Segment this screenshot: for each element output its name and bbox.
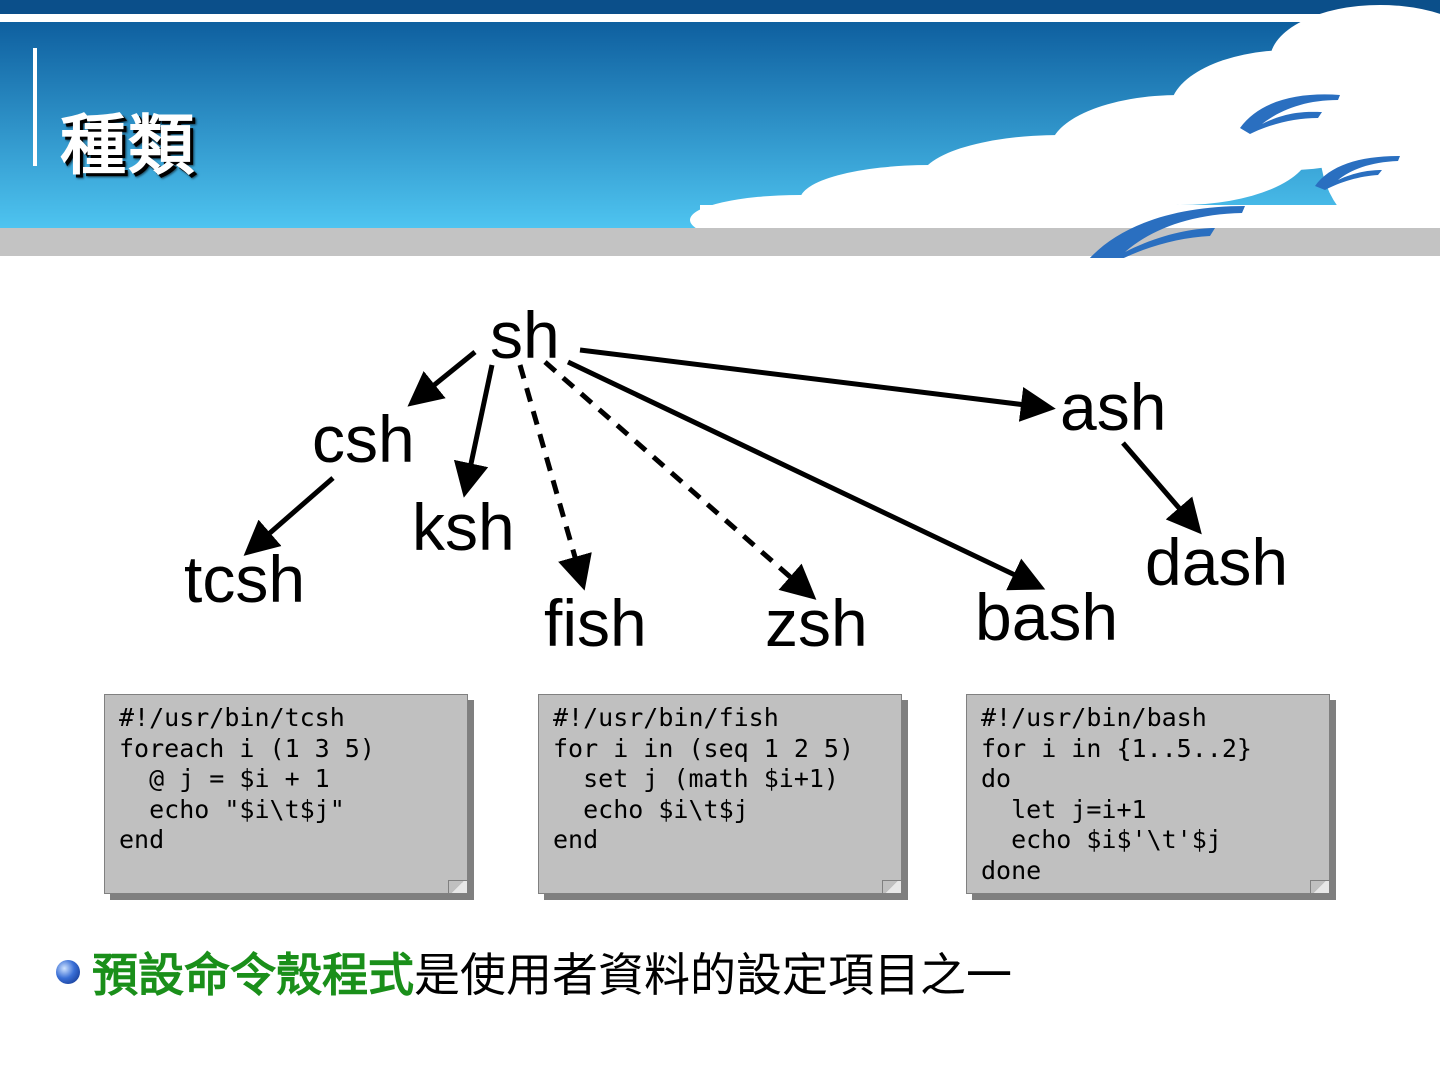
edges <box>243 347 1202 600</box>
nodes: sh csh ksh tcsh fish zsh bash ash dash <box>184 298 1288 660</box>
code-tcsh: #!/usr/bin/tcsh foreach i (1 3 5) @ j = … <box>119 703 375 854</box>
code-box-tcsh: #!/usr/bin/tcsh foreach i (1 3 5) @ j = … <box>104 694 468 894</box>
page-curl <box>448 880 467 893</box>
node-fish: fish <box>544 586 647 660</box>
node-sh: sh <box>490 298 560 372</box>
node-dash: dash <box>1145 525 1288 599</box>
node-zsh: zsh <box>765 586 868 660</box>
edge-sh-csh <box>407 350 477 407</box>
bullet-rest: 是使用者資料的設定項目之一 <box>414 948 1012 1002</box>
edge-sh-bash <box>566 359 1046 591</box>
node-bash: bash <box>975 580 1118 654</box>
page-curl <box>882 880 901 893</box>
bullet-highlight: 預設命令殼程式 <box>92 948 414 1002</box>
node-ash: ash <box>1060 370 1166 444</box>
node-csh: csh <box>312 402 415 476</box>
shell-tree-diagram: sh csh ksh tcsh fish zsh bash ash dash <box>184 298 1288 660</box>
title-accent-bar <box>33 48 37 166</box>
page-curl <box>1310 880 1329 893</box>
code-box-fish: #!/usr/bin/fish for i in (seq 1 2 5) set… <box>538 694 902 894</box>
code-fish: #!/usr/bin/fish for i in (seq 1 2 5) set… <box>553 703 855 854</box>
gray-band <box>0 228 1440 256</box>
header-band: 種類 <box>0 0 1440 258</box>
bullet-icon <box>56 960 80 984</box>
bird-icon <box>1090 94 1400 258</box>
slide-title: 種類 <box>60 106 196 184</box>
bullet-text: 預設命令殼程式是使用者資料的設定項目之一 <box>92 939 1012 1005</box>
code-box-bash: #!/usr/bin/bash for i in {1..5..2} do le… <box>966 694 1330 894</box>
white-stripe <box>0 14 1440 22</box>
edge-sh-ksh <box>453 364 495 498</box>
edge-sh-zsh <box>543 360 817 600</box>
edge-sh-ash <box>579 347 1056 422</box>
top-stripe <box>0 0 1440 14</box>
code-bash: #!/usr/bin/bash for i in {1..5..2} do le… <box>981 703 1252 885</box>
edge-sh-fish <box>517 364 592 591</box>
edge-csh-tcsh <box>243 476 335 556</box>
header-background <box>0 0 1440 258</box>
edge-ash-dash <box>1121 441 1202 535</box>
node-ksh: ksh <box>412 490 515 564</box>
bullet-item: 預設命令殼程式是使用者資料的設定項目之一 <box>56 940 1012 1004</box>
node-tcsh: tcsh <box>184 542 305 616</box>
